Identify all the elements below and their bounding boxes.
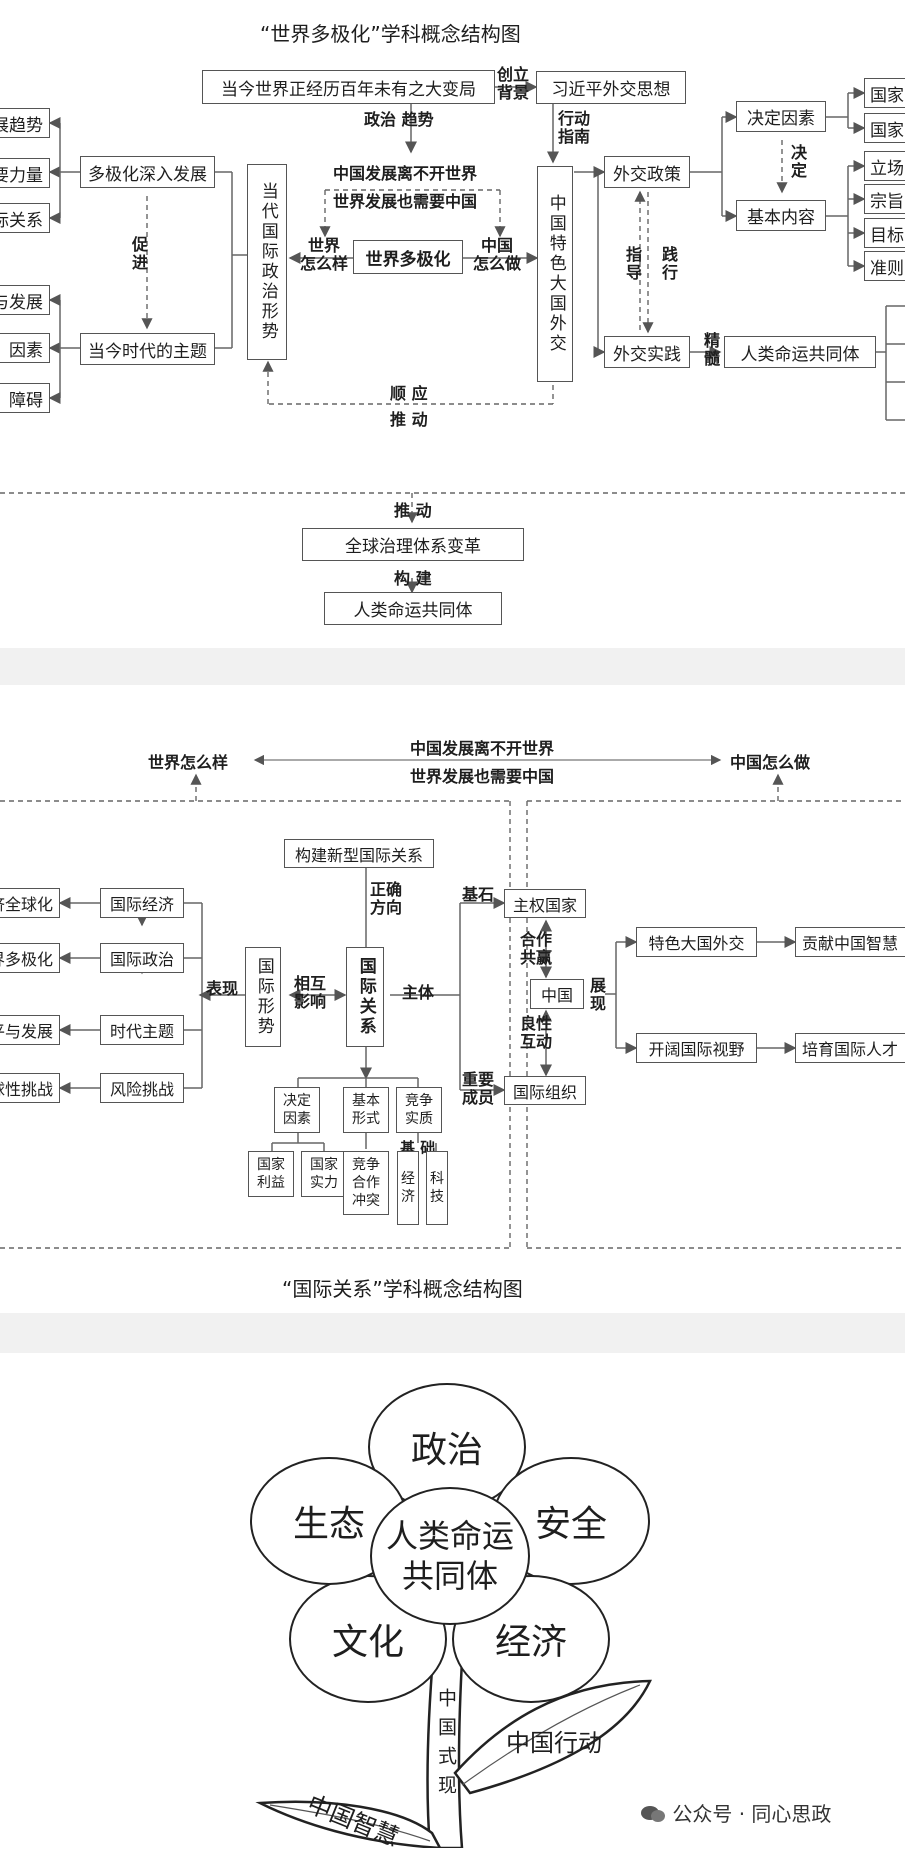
cut-left-item-4: 与发展 (0, 285, 50, 315)
sovereign-state-box: 主权国家 (504, 889, 586, 918)
basic-form-box: 基本 形式 (343, 1087, 389, 1133)
diagram-multipolarity: “世界多极化”学科概念结构图 (0, 0, 905, 648)
important-member-label: 重要 成员 (462, 1071, 494, 1107)
cut-right-item-2: 国家 (864, 113, 905, 143)
petal-ecology-label: 生态 (293, 1495, 365, 1547)
right-direction-label: 正确 方向 (370, 881, 402, 917)
mutual-influence-label: 相互 影响 (294, 975, 326, 1011)
win-win-label: 合作 共赢 (520, 931, 552, 967)
cut-right-item-4: 宗旨 (864, 184, 905, 214)
stem-label: 中国式现 (433, 1688, 460, 1804)
cut-left-global-challenge: 球性挑战 (0, 1073, 60, 1103)
decisive-factors-box: 决定因素 (736, 101, 826, 132)
cut-right-item-5: 目标 (864, 218, 905, 248)
contribute-wisdom-box: 贡献中国智慧 (795, 927, 905, 957)
cut-left-item-1: 展趋势 (0, 108, 50, 138)
major-diplomacy-box: 特色大国外交 (636, 927, 757, 957)
watermark-text: 公众号 · 同心思政 (672, 1802, 831, 1826)
economy-box: 经 济 (397, 1151, 419, 1225)
cut-left-globalization: 济全球化 (0, 888, 60, 918)
china-needs-world-label: 中国发展离不开世界 (333, 160, 477, 184)
foreign-practice-box: 外交实践 (604, 336, 690, 368)
national-power-box: 国家 实力 (301, 1151, 347, 1197)
decide-label: 决定 (785, 144, 809, 180)
push-label-2: 推 动 (394, 497, 432, 521)
practise-label: 践行 (656, 246, 680, 282)
community-flower-diagram: 政治 安全 经济 文化 生态 人类命运 共同体 中国式现 中国行动 中国智慧 公… (0, 1353, 905, 1848)
community-right-box: 人类命运共同体 (724, 336, 876, 368)
contemporary-politics-box: 当代国际政治形势 (247, 164, 287, 360)
world-needs-china-label-2: 世界发展也需要中国 (410, 763, 554, 787)
wechat-icon (640, 1804, 666, 1824)
era-theme-box: 当今时代的主题 (80, 333, 215, 365)
risk-challenge-box: 风险挑战 (100, 1073, 184, 1103)
action-guide-label: 行动 指南 (558, 110, 590, 146)
cultivate-talent-box: 培育国际人才 (795, 1033, 905, 1063)
decisive-factors-box-2: 决定 因素 (274, 1087, 320, 1133)
community-bottom-box: 人类命运共同体 (324, 592, 502, 625)
cut-right-item-1: 国家 (864, 78, 905, 108)
petal-security-label: 安全 (535, 1495, 607, 1547)
cut-left-item-3: 际关系 (0, 203, 50, 233)
great-change-box: 当今世界正经历百年未有之大变局 (202, 70, 495, 104)
intl-organization-box: 国际组织 (504, 1076, 586, 1105)
flower-center-label: 人类命运 共同体 (386, 1516, 514, 1596)
section-gap-1 (0, 648, 905, 685)
manifestation-label: 表现 (206, 975, 238, 999)
intl-situation-box: 国际形势 (245, 947, 281, 1047)
cut-left-peace-dev: 平与发展 (0, 1015, 60, 1045)
guide-label: 指导 (620, 246, 644, 282)
global-governance-box: 全球治理体系变革 (302, 528, 524, 561)
china-how-heading: 中国怎么做 (730, 749, 810, 773)
petal-culture-label: 文化 (332, 1613, 404, 1665)
leaf-china-action: 中国行动 (506, 1723, 602, 1758)
technology-box: 科 技 (426, 1151, 448, 1225)
push-label: 推 动 (390, 406, 428, 430)
section-gap-2 (0, 1313, 905, 1353)
china-needs-world-label-2: 中国发展离不开世界 (410, 735, 554, 759)
show-label: 展 现 (590, 977, 606, 1013)
petal-politics-label: 政治 (411, 1421, 483, 1473)
open-vision-box: 开阔国际视野 (636, 1033, 757, 1063)
build-label: 构 建 (394, 565, 432, 589)
cut-left-item-2: 要力量 (0, 158, 50, 188)
intl-politics-box: 国际政治 (100, 943, 184, 973)
promote-label: 促进 (126, 236, 150, 272)
cut-right-item-6: 准则 (864, 251, 905, 281)
politics-trend-label: 政治 趋势 (364, 106, 434, 130)
cut-left-multipolar: 界多极化 (0, 943, 60, 973)
china-major-diplomacy-box: 中国特色大国外交 (537, 166, 573, 382)
intl-economy-box: 国际经济 (100, 888, 184, 918)
china-box: 中国 (530, 979, 584, 1009)
foreign-policy-box: 外交政策 (604, 156, 690, 188)
diagram2-title: “国际关系”学科概念结构图 (282, 1273, 523, 1302)
benign-interaction-label: 良性 互动 (520, 1015, 552, 1051)
cut-left-item-6: 障碍 (0, 383, 50, 413)
intl-relations-center-box: 国际关系 (346, 947, 384, 1047)
basic-content-box: 基本内容 (736, 200, 826, 231)
comply-label: 顺 应 (390, 380, 428, 404)
cornerstone-label: 基石 (462, 881, 494, 905)
diagram-intl-relations: 世界怎么样 中国发展离不开世界 世界发展也需要中国 中国怎么做 构建新型国际关系… (0, 685, 905, 1313)
china-how-label: 中国 怎么做 (473, 237, 521, 273)
essence-label: 精髓 (698, 332, 722, 368)
create-background-label: 创立 背景 (497, 66, 529, 102)
competition-essence-box: 竞争 实质 (396, 1087, 442, 1133)
world-how-heading: 世界怎么样 (148, 749, 228, 773)
multipolar-deepening-box: 多极化深入发展 (80, 156, 215, 188)
watermark: 公众号 · 同心思政 (640, 1798, 831, 1827)
petal-economy-label: 经济 (495, 1613, 567, 1665)
cut-left-item-5: 因素 (0, 333, 50, 363)
world-how-label: 世界 怎么样 (300, 237, 348, 273)
flower-center: 人类命运 共同体 (370, 1487, 530, 1625)
compete-coop-conflict-box: 竞争 合作 冲突 (343, 1151, 389, 1215)
new-intl-relations-box: 构建新型国际关系 (284, 839, 434, 868)
world-needs-china-label: 世界发展也需要中国 (333, 188, 477, 212)
national-interest-box: 国家 利益 (248, 1151, 294, 1197)
era-theme-box-2: 时代主题 (100, 1015, 184, 1045)
world-multipolarity-center-box: 世界多极化 (353, 240, 463, 274)
cut-right-item-3: 立场 (864, 151, 905, 181)
subject-label: 主体 (402, 979, 434, 1003)
xi-diplomacy-thought-box: 习近平外交思想 (536, 71, 686, 104)
